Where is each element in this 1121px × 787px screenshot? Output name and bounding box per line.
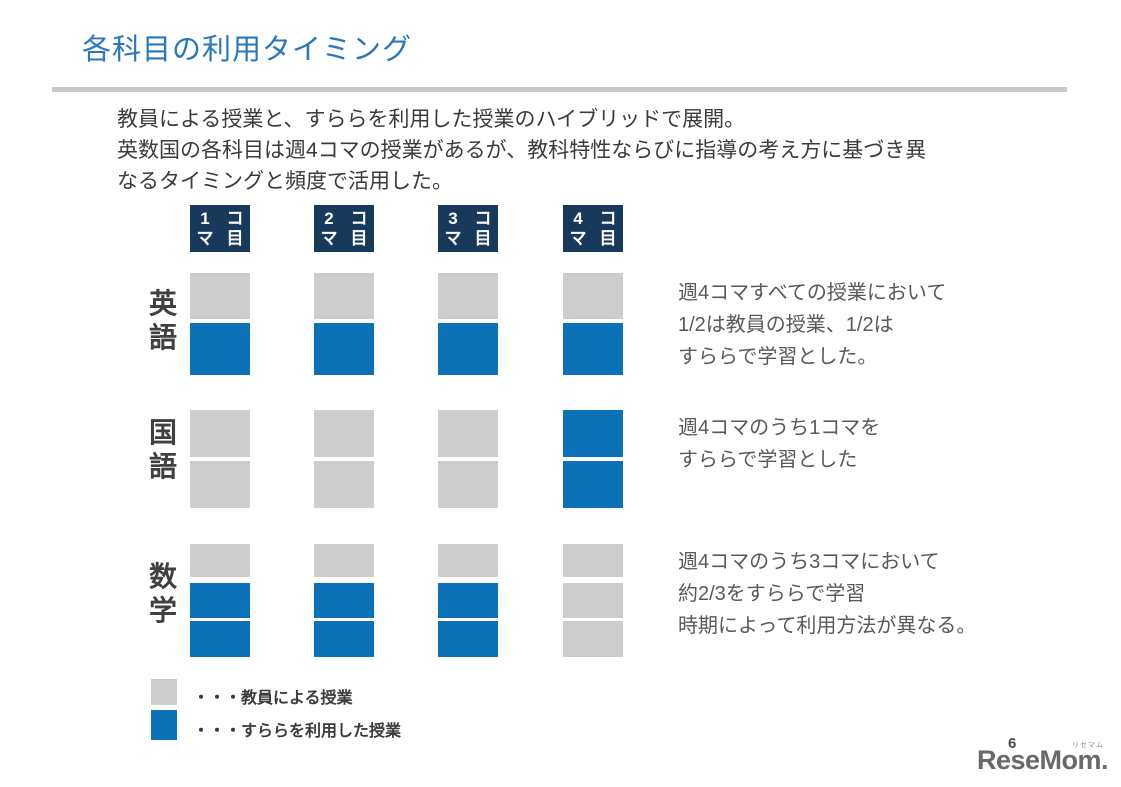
- period-block-row3-col4-seg3-teacher: [563, 621, 623, 657]
- period-block-row3-col4-seg1-teacher: [563, 544, 623, 577]
- column-header-char: マ: [569, 229, 587, 248]
- period-block-row3-col2-seg3-surara: [314, 621, 374, 657]
- row-label-char: 学: [148, 595, 177, 626]
- row-label-char: 数: [148, 561, 177, 592]
- period-block-row2-col4-seg2-surara: [563, 461, 623, 508]
- row-label-char: 国: [148, 417, 177, 448]
- period-block-row1-col1-seg2-surara: [190, 323, 250, 375]
- column-header-char: 1: [200, 209, 210, 228]
- column-header-char: 2: [324, 209, 334, 228]
- period-block-row3-col4-seg2-teacher: [563, 583, 623, 618]
- page-title: 各科目の利用タイミング: [82, 34, 413, 66]
- period-block-row3-col2-seg2-surara: [314, 583, 374, 618]
- intro-line-1: 教員による授業と、すららを利用した授業のハイブリッドで展開。: [117, 108, 746, 131]
- note-line: 週4コマのうち1コマを: [678, 417, 881, 439]
- period-block-row1-col4-seg2-surara: [563, 323, 623, 375]
- note-math: 週4コマのうち3コマにおいて 約2/3をすららで学習 時期によって利用方法が異な…: [678, 546, 976, 642]
- period-block-row2-col4-seg1-surara: [563, 410, 623, 457]
- title-divider: [52, 87, 1067, 92]
- period-block-row3-col2-seg1-teacher: [314, 544, 374, 577]
- period-block-row3-col3-seg1-teacher: [438, 544, 498, 577]
- legend-swatch-teacher: [151, 679, 177, 705]
- column-header-char: コ: [226, 209, 244, 228]
- column-header-char: 目: [226, 229, 244, 248]
- column-header-char: マ: [196, 229, 214, 248]
- logo-text: ReseMom.: [976, 745, 1109, 775]
- intro-line-2: 英数国の各科目は週4コマの授業があるが、教科特性ならびに指導の考え方に基づき異: [117, 139, 927, 162]
- note-line: 1/2は教員の授業、1/2は: [678, 314, 894, 336]
- period-block-row2-col3-seg2-teacher: [438, 461, 498, 508]
- row-label-1: 英語: [145, 287, 181, 355]
- period-block-row3-col1-seg1-teacher: [190, 544, 250, 577]
- period-block-row1-col3-seg1-teacher: [438, 273, 498, 319]
- legend-swatch-surara: [151, 710, 177, 740]
- note-japanese: 週4コマのうち1コマを すららで学習とした: [678, 412, 880, 476]
- column-header-char: コ: [599, 209, 617, 228]
- legend-label-teacher: ・・・教員による授業: [193, 690, 353, 707]
- note-line: 時期によって利用方法が異なる。: [678, 615, 977, 637]
- period-block-row3-col1-seg3-surara: [190, 621, 250, 657]
- resemom-logo: 6 リセマム ReseMom.: [976, 735, 1109, 776]
- period-block-row1-col2-seg1-teacher: [314, 273, 374, 319]
- period-block-row2-col2-seg1-teacher: [314, 410, 374, 457]
- period-block-row1-col2-seg2-surara: [314, 323, 374, 375]
- intro-text: 教員による授業と、すららを利用した授業のハイブリッドで展開。 英数国の各科目は週…: [117, 104, 926, 197]
- logo-ruby: リセマム: [1072, 742, 1104, 749]
- legend-label-surara: ・・・すららを利用した授業: [193, 723, 402, 740]
- note-line: すららで学習とした。: [678, 346, 878, 368]
- column-header-char: 目: [599, 229, 617, 248]
- column-header-char: マ: [444, 229, 462, 248]
- row-label-char: 英: [148, 288, 177, 319]
- intro-line-3: なるタイミングと頻度で活用した。: [117, 170, 453, 193]
- period-block-row1-col4-seg1-teacher: [563, 273, 623, 319]
- column-header-char: 目: [474, 229, 492, 248]
- note-english: 週4コマすべての授業において 1/2は教員の授業、1/2は すららで学習とした。: [678, 277, 946, 373]
- period-block-row2-col1-seg2-teacher: [190, 461, 250, 508]
- period-block-row2-col1-seg1-teacher: [190, 410, 250, 457]
- row-label-3: 数学: [145, 560, 181, 628]
- column-header-char: 4: [573, 209, 583, 228]
- period-block-row2-col3-seg1-teacher: [438, 410, 498, 457]
- page-number: 6: [1007, 735, 1016, 752]
- row-label-char: 語: [148, 451, 177, 482]
- note-line: すららで学習とした: [678, 449, 858, 471]
- column-header-char: マ: [320, 229, 338, 248]
- column-header-char: 3: [448, 209, 458, 228]
- period-block-row2-col2-seg2-teacher: [314, 461, 374, 508]
- period-block-row3-col3-seg3-surara: [438, 621, 498, 657]
- period-block-row1-col3-seg2-surara: [438, 323, 498, 375]
- note-line: 週4コマのうち3コマにおいて: [678, 551, 940, 573]
- period-block-row1-col1-seg1-teacher: [190, 273, 250, 319]
- note-line: 週4コマすべての授業において: [678, 282, 947, 304]
- column-header-char: コ: [350, 209, 368, 228]
- period-block-row3-col1-seg2-surara: [190, 583, 250, 618]
- column-header-char: コ: [474, 209, 492, 228]
- column-header-char: 目: [350, 229, 368, 248]
- note-line: 約2/3をすららで学習: [678, 583, 866, 605]
- period-block-row3-col3-seg2-surara: [438, 583, 498, 618]
- row-label-char: 語: [148, 322, 177, 353]
- row-label-2: 国語: [145, 416, 181, 484]
